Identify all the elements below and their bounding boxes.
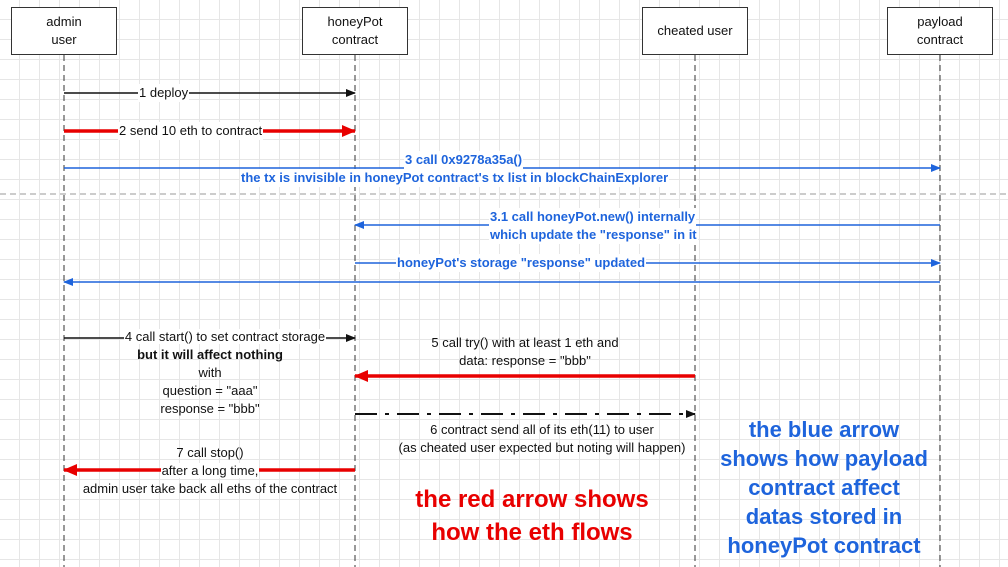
message-4-label-group: 4 call start() to set contract storage b… — [60, 328, 360, 418]
message-6-label-group: 6 contract send all of its eth(11) to us… — [370, 421, 714, 457]
message-7-detail: admin user take back all eths of the con… — [82, 481, 338, 496]
message-6-note: (as cheated user expected but noting wil… — [398, 440, 686, 455]
message-7-note: after a long time, — [160, 463, 260, 478]
message-2-label: 2 send 10 eth to contract — [118, 122, 264, 140]
blue-arrow-legend-note: the blue arrow shows how payload contrac… — [720, 417, 928, 558]
message-3-note: the tx is invisible in honeyPot contract… — [240, 169, 670, 187]
message-4-warning: but it will affect nothing — [137, 347, 283, 362]
participant-cheated-user: cheated user — [642, 7, 748, 55]
message-5-label-group: 5 call try() with at least 1 eth and dat… — [380, 334, 670, 370]
message-5-label: 5 call try() with at least 1 eth and — [431, 335, 619, 350]
message-3-label: 3 call 0x9278a35a() — [404, 151, 524, 169]
message-3-1-label: 3.1 call honeyPot.new() internally — [489, 208, 697, 226]
message-1-label: 1 deploy — [138, 84, 190, 102]
message-4-question: question = "aaa" — [162, 383, 258, 398]
red-arrow-legend-note: the red arrow shows how the eth flows — [415, 486, 649, 546]
storage-updated-label: honeyPot's storage "response" updated — [396, 254, 647, 272]
message-5-data: data: response = "bbb" — [459, 353, 591, 368]
message-6-label: 6 contract send all of its eth(11) to us… — [430, 422, 654, 437]
message-4-with: with — [198, 365, 222, 380]
message-7-label-group: 7 call stop() after a long time, admin u… — [60, 444, 360, 498]
message-3-1-note: which update the "response" in it — [489, 226, 698, 244]
message-7-label: 7 call stop() — [176, 445, 244, 460]
message-4-label: 4 call start() to set contract storage — [123, 329, 327, 344]
message-4-response: response = "bbb" — [160, 401, 260, 416]
